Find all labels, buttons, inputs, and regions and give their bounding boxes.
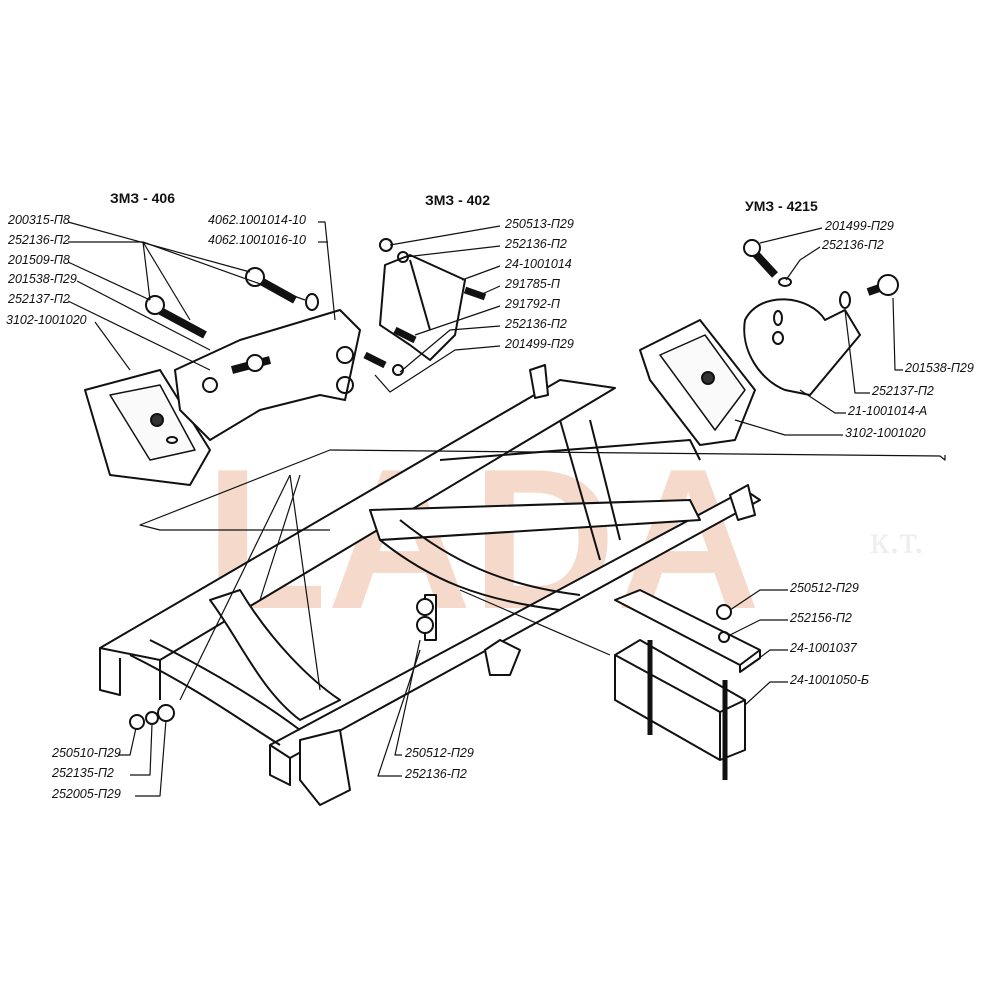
part-label: 3102-1001020 — [845, 426, 926, 440]
part-label: 252005-П29 — [52, 787, 121, 801]
frame-rail-left — [99, 379, 616, 700]
part-label: 4062.1001016-10 — [208, 233, 307, 247]
part-label: 201499-П29 — [505, 337, 574, 351]
part-label: 252135-П2 — [52, 766, 114, 780]
part-label: 201538-П29 — [905, 361, 974, 375]
group-title-zmz406: ЗМЗ - 406 — [110, 190, 176, 206]
cushion-umz4215 — [639, 319, 756, 446]
part-label: 4062.1001014-10 — [208, 213, 307, 227]
part-label: 250513-П29 — [505, 217, 574, 231]
rear-mount — [614, 589, 761, 780]
part-label: 201538-П29 — [8, 272, 77, 286]
frame-rail-right — [269, 489, 761, 786]
part-label: 21-1001014-А — [848, 404, 928, 418]
frame-bracket — [299, 729, 351, 806]
part-label: 24-1001050-Б — [790, 673, 870, 687]
part-label: 3102-1001020 — [6, 313, 87, 327]
watermark-sub: к.т. — [870, 517, 924, 562]
part-label: 252137-П2 — [872, 384, 934, 398]
part-label: 252136-П2 — [405, 767, 467, 781]
part-label: 250512-П29 — [405, 746, 474, 760]
part-label: 252136-П2 — [822, 238, 884, 252]
bracket-zmz406 — [174, 309, 361, 441]
part-label: 250510-П29 — [52, 746, 121, 760]
cushion-zmz406 — [84, 369, 211, 486]
part-label: 252136-П2 — [505, 237, 567, 251]
part-label: 24-1001037 — [790, 641, 857, 655]
part-label: 252156-П2 — [790, 611, 852, 625]
part-label: 291792-П — [505, 297, 560, 311]
frame-crossmember — [129, 419, 701, 746]
hardware-bottom — [129, 594, 437, 730]
part-label: 250512-П29 — [790, 581, 859, 595]
leader-lines — [67, 221, 946, 797]
part-label: 200315-П8 — [8, 213, 70, 227]
group-title-umz4215: УМЗ - 4215 — [745, 198, 818, 214]
bracket-umz4215 — [743, 239, 899, 396]
group-title-zmz402: ЗМЗ - 402 — [425, 192, 491, 208]
part-label: 252136-П2 — [8, 233, 70, 247]
part-label: 201509-П8 — [8, 253, 70, 267]
part-label: 291785-П — [505, 277, 560, 291]
bolt-zmz406 — [145, 267, 319, 374]
part-label: 24-1001014 — [505, 257, 572, 271]
part-label: 252137-П2 — [8, 292, 70, 306]
part-label: 252136-П2 — [505, 317, 567, 331]
part-label: 201499-П29 — [825, 219, 894, 233]
mount-zmz402 — [363, 238, 487, 376]
